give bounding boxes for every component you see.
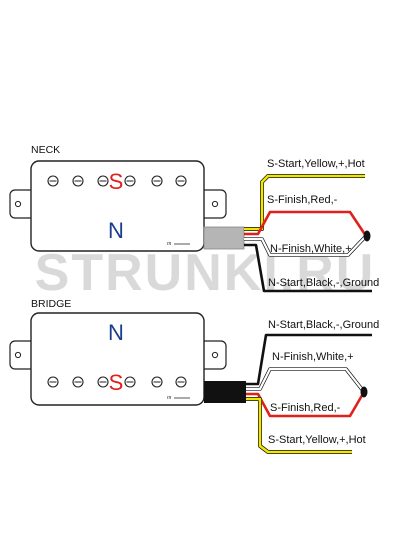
bridge-white-wire — [246, 367, 365, 393]
neck-yellow-wire — [244, 174, 365, 231]
bridge-logo: m — [167, 395, 190, 401]
neck-wire-label-1: S-Start,Yellow,+,Hot — [267, 158, 365, 170]
neck-north-pole-label: N — [108, 218, 124, 243]
neck-wire-label-3: N-Finish,White,+ — [270, 243, 352, 255]
bridge-left-screw-hole — [14, 351, 22, 359]
neck-left-screw-hole — [14, 200, 22, 208]
bridge-title: BRIDGE — [31, 298, 71, 310]
bridge-solder-joint — [360, 386, 368, 398]
neck-south-pole-label: S — [109, 169, 124, 194]
neck-cable-sheath — [203, 226, 245, 250]
bridge-wire-label-3: S-Finish,Red,- — [270, 402, 341, 414]
svg-text:m: m — [167, 395, 172, 401]
neck-title: NECK — [31, 144, 60, 156]
neck-wires — [244, 174, 372, 293]
neck-pole-screws — [47, 175, 187, 187]
bridge-wire-label-4: S-Start,Yellow,+,Hot — [268, 434, 366, 446]
svg-text:m: m — [167, 241, 172, 247]
bridge-wires — [246, 333, 372, 454]
neck-wire-label-2: S-Finish,Red,- — [267, 194, 338, 206]
neck-right-screw-hole — [211, 200, 219, 208]
bridge-red-wire — [246, 391, 366, 418]
bridge-pickup: N S m — [9, 312, 227, 406]
neck-red-wire — [244, 210, 368, 237]
bridge-black-wire — [246, 333, 372, 386]
neck-pickup: S N m — [9, 160, 227, 252]
neck-solder-joint — [363, 230, 371, 242]
bridge-cable-sheath — [204, 381, 246, 403]
neck-wire-label-4: N-Start,Black,-,Ground — [268, 277, 379, 289]
bridge-yellow-wire — [246, 397, 352, 454]
bridge-north-pole-label: N — [108, 320, 124, 345]
bridge-pole-screws — [47, 376, 187, 388]
bridge-wire-label-1: N-Start,Black,-,Ground — [268, 319, 379, 331]
neck-white-wire — [244, 235, 367, 257]
bridge-south-pole-label: S — [109, 370, 124, 395]
bridge-wire-label-2: N-Finish,White,+ — [272, 351, 354, 363]
neck-logo: m — [167, 241, 190, 247]
bridge-right-screw-hole — [211, 351, 219, 359]
neck-black-wire — [244, 243, 372, 293]
